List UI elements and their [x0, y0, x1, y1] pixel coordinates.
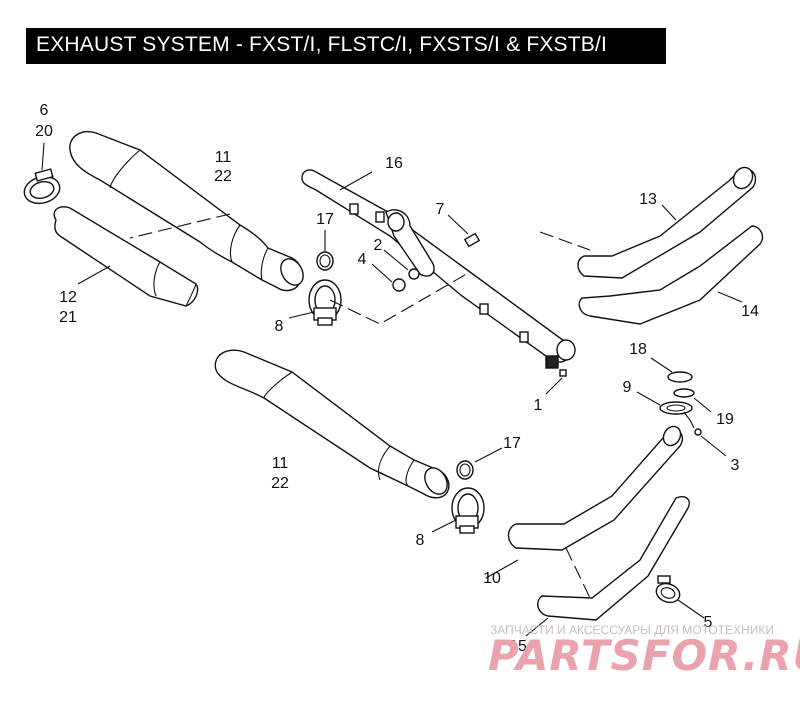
callout-21: 21 — [59, 309, 77, 326]
hose-clamp-upper — [23, 142, 61, 205]
callout-8-upper: 8 — [275, 318, 284, 335]
watermark-subtitle: ЗАПЧАСТИ И АКСЕССУАРЫ ДЛЯ МОТОТЕХНИКИ — [490, 623, 774, 637]
callout-2: 2 — [374, 237, 383, 254]
callout-11-lower: 11 — [272, 455, 289, 472]
callout-11-upper: 11 — [215, 149, 232, 166]
page-title: EXHAUST SYSTEM - FXST/I, FLSTC/I, FXSTS/… — [36, 33, 608, 56]
gasket-ring-upper — [316, 230, 334, 271]
callout-12: 12 — [59, 289, 77, 306]
callout-10: 10 — [483, 570, 501, 587]
callout-8-lower: 8 — [416, 532, 425, 549]
callout-17-upper: 17 — [316, 211, 334, 228]
callout-13: 13 — [639, 191, 657, 208]
small-clamp — [545, 355, 567, 395]
heat-shield-muffler — [53, 206, 199, 307]
callout-3: 3 — [731, 457, 740, 474]
callout-18: 18 — [629, 341, 647, 358]
upper-muffler — [69, 131, 304, 292]
header-pipe-lower-rear — [525, 496, 690, 637]
watermark-brand: PARTSFOR.RU — [488, 631, 800, 680]
mounting-bracket — [301, 169, 576, 363]
callout-5: 5 — [704, 614, 713, 631]
callout-19: 19 — [716, 411, 734, 428]
callout-9: 9 — [623, 379, 632, 396]
flange-rings — [636, 357, 727, 457]
header-pipe-rear — [539, 225, 764, 325]
callout-4: 4 — [358, 251, 367, 268]
muffler-clamp-lower — [431, 487, 485, 534]
callout-15: 15 — [509, 638, 527, 655]
callout-16: 16 — [385, 155, 403, 172]
callout-20: 20 — [35, 123, 53, 140]
gasket-ring-lower — [456, 447, 503, 480]
title-bar: EXHAUST SYSTEM - FXST/I, FLSTC/I, FXSTS/… — [26, 28, 666, 64]
callout-1: 1 — [534, 397, 543, 414]
callout-7: 7 — [436, 201, 445, 218]
callout-17-lower: 17 — [503, 435, 521, 452]
header-pipe-lower-front — [485, 425, 684, 579]
muffler-clamp-upper — [288, 279, 342, 326]
bolt-stud — [447, 214, 481, 248]
lower-muffler — [214, 349, 450, 499]
callout-22-upper: 22 — [214, 168, 232, 185]
hose-clamp-lower — [655, 575, 705, 619]
header-pipe-front — [577, 166, 757, 279]
callout-6: 6 — [40, 102, 49, 119]
callout-22-lower: 22 — [271, 475, 289, 492]
callout-14: 14 — [741, 303, 759, 320]
washer-nut — [371, 249, 420, 292]
